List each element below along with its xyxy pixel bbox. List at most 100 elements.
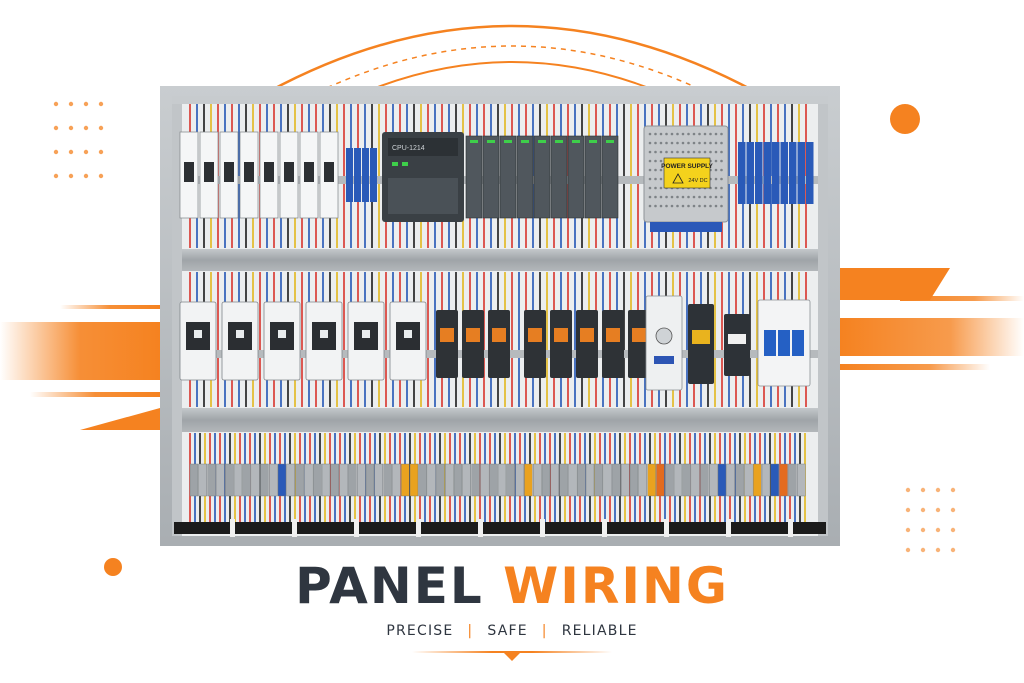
vent-hole [720,141,723,145]
relay [602,310,624,378]
vent-hole [698,195,701,199]
vent-hole [665,150,668,154]
dot [905,507,911,513]
relay-window [554,328,568,342]
dot [935,487,941,493]
duct-top [172,96,828,104]
dot [53,173,59,179]
breaker-toggle [244,162,254,182]
relay-window [606,328,620,342]
terminal [277,463,287,497]
terminal-block-top-right [738,142,814,204]
vent-hole [659,177,663,181]
vent-hole [714,186,718,190]
orange-dot-small [104,558,122,576]
terminal [665,463,674,497]
cable-tie [478,519,483,537]
vent-hole [720,186,723,190]
dot [83,125,89,131]
vent-hole [687,204,690,208]
vent-hole [648,132,652,136]
io-card [567,135,585,219]
cable-tie [354,519,359,537]
terminal [330,463,340,497]
vent-hole [714,168,718,172]
dot-grid-right [905,487,956,553]
vent-hole [709,195,712,199]
vent-hole [670,204,674,208]
vent-hole [648,159,652,163]
vent-hole [670,141,674,145]
vent-hole [659,150,663,154]
terminal [789,142,797,204]
terminal [497,463,507,497]
terminal [761,463,771,497]
terminal [673,463,683,497]
terminal [362,148,369,202]
breaker-toggle [204,162,214,182]
dot [905,487,911,493]
vent-hole [670,132,674,136]
terminal [709,463,718,497]
vent-hole [709,141,712,145]
vent-hole [648,186,652,190]
right-stripe-slant [840,268,950,300]
breaker-toggle [304,162,314,182]
vent-hole [670,150,674,154]
motor-protection-switch [645,295,683,391]
terminal [515,463,524,497]
dot [935,547,941,553]
vent-hole [720,168,723,172]
terminal [533,463,542,497]
vent-hole [687,141,690,145]
terminal [427,463,436,497]
vent-hole [720,132,723,136]
io-card [601,135,619,219]
breaker-toggle [184,162,194,182]
terminal [647,463,656,497]
tagline-safe: SAFE [487,623,528,639]
tagline-reliable: RELIABLE [561,623,638,639]
contactor-window [320,330,328,338]
vent-hole [692,195,696,199]
terminal [418,463,427,497]
io-led [487,140,495,143]
relay [462,310,484,378]
terminal [312,463,322,497]
monitor-relay [724,314,750,376]
terminal [770,463,779,497]
contactor-window [236,330,244,338]
breaker-toggle [324,162,334,182]
plc-io-cards [465,135,619,219]
terminal [445,463,454,497]
dot [950,507,956,513]
headline-word-panel: PANEL [295,557,484,615]
power-supply-voltage: 24V DC [688,178,707,184]
tagline: PRECISE|SAFE|RELIABLE [0,623,1024,639]
terminal [656,463,665,497]
vent-hole [648,141,652,145]
vent-hole [703,132,707,136]
io-led [470,140,478,143]
terminal [755,142,763,204]
terminal [568,463,577,497]
timer-relay [688,304,714,384]
top-arc-inner [364,61,660,93]
vent-hole [698,150,701,154]
terminal [374,463,384,497]
right-stripe-thin [840,364,990,370]
dot [98,173,104,179]
relay [436,310,458,378]
duct-divider-upper [172,249,828,271]
io-led [538,140,546,143]
dot [83,173,89,179]
dot [950,527,956,533]
cable-bundle [174,522,826,534]
terminal [682,463,691,497]
vent-hole [676,150,679,154]
cable-tie [230,519,235,537]
dot [53,125,59,131]
headline-word-wiring: WIRING [503,557,729,615]
dot [905,527,911,533]
